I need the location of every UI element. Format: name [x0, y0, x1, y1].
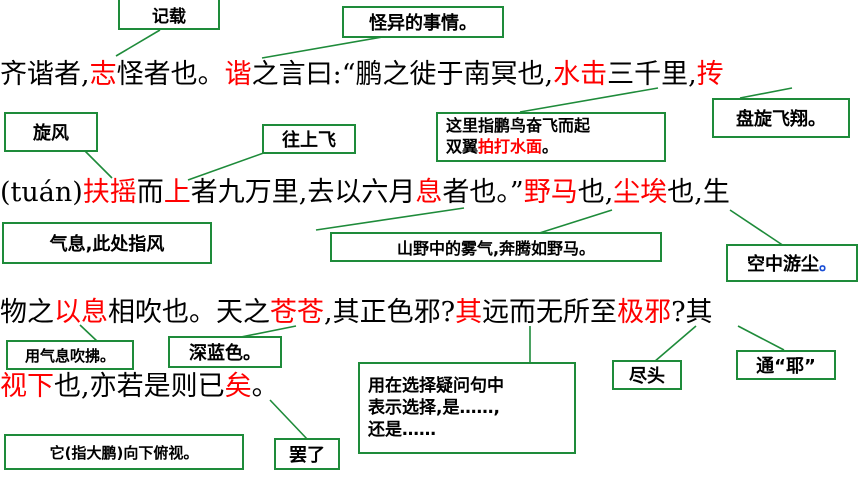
note-qixi: 气息,此处指风: [2, 222, 212, 264]
note-shuiji-line-2c: 。: [542, 137, 559, 156]
text-line-2-segment: 者也。”: [442, 177, 524, 208]
note-tongye: 通“耶”: [736, 350, 836, 380]
text-line-2-segment: 也,: [577, 177, 614, 208]
text-line-3-segment: 物之: [0, 297, 54, 328]
text-line-3-segment: 以息: [54, 297, 108, 328]
note-bale: 罢了: [274, 438, 340, 470]
note-shuiji-line-2: 双翼拍打水面。: [446, 137, 590, 158]
text-line-1-segment: 之言曰:“鹏之徙于南冥也,: [251, 59, 554, 90]
text-line-3-segment: 苍苍: [270, 297, 324, 328]
text-line-1-segment: 齐谐者,: [0, 59, 90, 90]
text-line-2-segment: 息: [415, 177, 443, 208]
note-chenai-period: 。: [819, 254, 837, 275]
note-xuanze-line-2: 表示选择,是……,: [368, 397, 500, 418]
note-xuanze-line-3: 还是……: [368, 420, 436, 441]
text-line-1: 齐谐者,志怪者也。谐之言曰:“鹏之徙于南冥也,水击三千里,抟: [0, 58, 724, 92]
note-yixi: 用气息吹拂。: [6, 340, 134, 370]
note-shuiji-line-1: 这里指鹏鸟奋飞而起: [446, 116, 591, 136]
text-line-3-segment: 相吹也。天之: [108, 297, 270, 328]
text-line-3-segment: ,其正色邪?: [324, 297, 456, 328]
note-shuiji-line-2a: 双翼: [446, 137, 479, 156]
text-line-3-segment: 极邪: [617, 297, 672, 328]
note-guaiyi: 怪异的事情。: [342, 6, 504, 38]
note-chenai: 空中游尘。: [726, 244, 858, 282]
text-line-4-segment: 矣: [224, 371, 252, 402]
note-shuiji-highlight: 拍打水面: [478, 137, 543, 156]
note-wangshang: 往上飞: [262, 124, 356, 154]
text-line-2-segment: 野马: [523, 177, 578, 208]
text-line-2-segment: 也,生: [667, 177, 730, 208]
note-shixia: 它(指大鹏)向下俯视。: [4, 434, 244, 470]
note-yema: 山野中的雾气,奔腾如野马。: [330, 232, 662, 262]
text-line-2-segment: 尘埃: [613, 177, 668, 208]
text-line-3-segment: 其: [455, 297, 483, 328]
note-jintou: 尽头: [612, 360, 682, 390]
text-line-1-segment: 抟: [696, 59, 724, 90]
note-xuanfeng: 旋风: [4, 112, 98, 152]
text-line-1-segment: 三千里,: [607, 59, 697, 90]
text-line-2: (tuán)扶摇而上者九万里,去以六月息者也。”野马也,尘埃也,生: [0, 176, 730, 210]
text-line-2-segment: 扶摇: [82, 177, 137, 208]
note-jizai: 记载: [118, 0, 220, 30]
text-line-4-segment: 也,亦若是则已: [54, 371, 225, 402]
note-chenai-text: 空中游尘: [747, 254, 819, 275]
text-line-1-segment: 志: [89, 59, 117, 90]
text-line-3: 物之以息相吹也。天之苍苍,其正色邪?其远而无所至极邪?其: [0, 296, 713, 330]
text-line-3-segment: 远而无所至: [482, 297, 618, 328]
text-line-4-segment: 视下: [0, 371, 54, 402]
note-pangxuan: 盘旋飞翔。: [712, 98, 850, 138]
note-shuiji: 这里指鹏鸟奋飞而起 双翼拍打水面。: [436, 112, 666, 162]
note-xuanze: 用在选择疑问句中 表示选择,是……, 还是……: [358, 362, 576, 454]
note-shenlan: 深蓝色。: [168, 336, 282, 368]
text-line-2-segment: 而: [136, 177, 164, 208]
text-line-4-segment: 。: [251, 371, 279, 402]
text-line-2-segment: 者九万里,去以六月: [190, 177, 416, 208]
text-line-1-segment: 谐: [224, 59, 252, 90]
note-xuanze-line-1: 用在选择疑问句中: [368, 375, 504, 396]
text-line-1-segment: 怪者也。: [116, 59, 225, 90]
text-line-1-segment: 水击: [553, 59, 608, 90]
text-line-2-segment: (tuán): [0, 177, 83, 208]
text-line-2-segment: 上: [163, 177, 191, 208]
text-line-4: 视下也,亦若是则已矣。: [0, 370, 279, 404]
text-line-3-segment: ?其: [671, 297, 713, 328]
